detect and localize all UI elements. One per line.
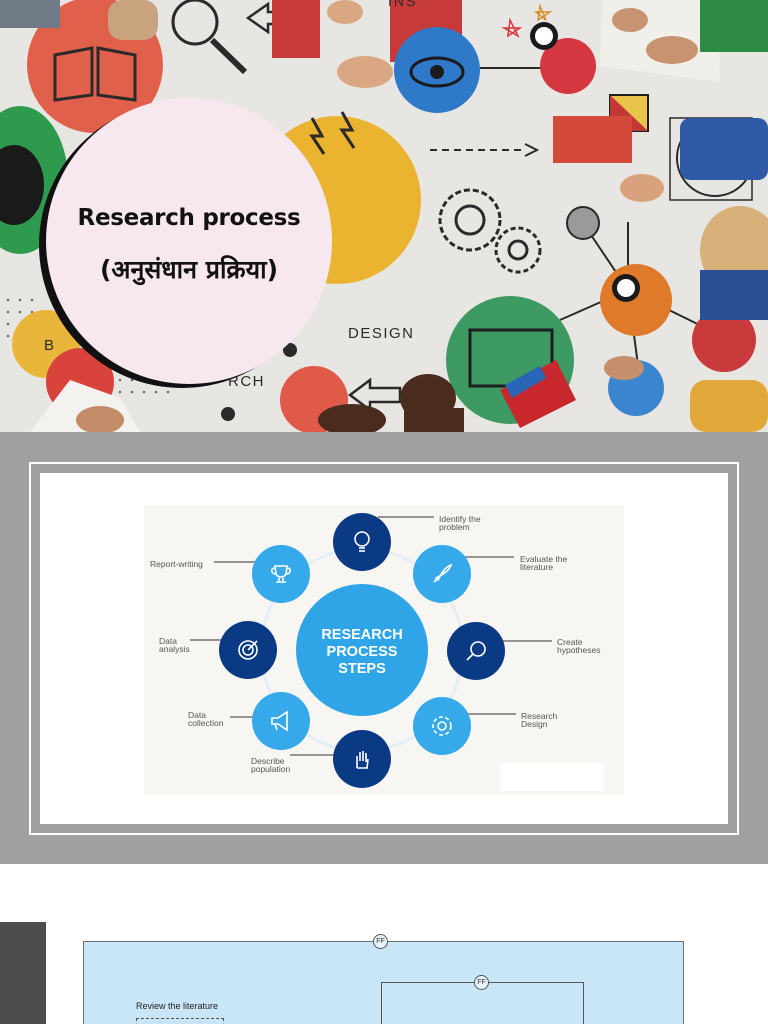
trophy-icon [270, 565, 292, 583]
step-circle [333, 730, 391, 788]
svg-text:B: B [44, 337, 54, 354]
step-label-report: Report-writing [150, 559, 203, 569]
flow-panel: FF FF Review the literature [83, 934, 684, 1024]
lightbulb-icon [354, 531, 370, 552]
frame-border [29, 462, 739, 835]
ff-badge-box: FF [474, 975, 489, 990]
rocket-icon [433, 563, 453, 583]
magnifier-icon [466, 641, 486, 661]
step-label-population: Describe population [251, 756, 291, 774]
target-icon [238, 640, 258, 660]
center-circle [296, 584, 428, 716]
label-patch [500, 763, 604, 791]
title-badge [46, 98, 332, 384]
ff-badge-top: FF [373, 934, 388, 949]
step-label-identify: Identify the problem [439, 514, 481, 532]
research-steps-diagram: RESEARCH PROCESS STEPS Identify the prob… [144, 505, 624, 795]
gear-icon [432, 716, 452, 736]
steps-graphic [190, 513, 604, 791]
svg-text:RCH: RCH [228, 373, 265, 390]
review-literature-label: Review the literature [136, 1001, 219, 1011]
step-circle [252, 692, 310, 750]
svg-text:INS: INS [388, 0, 417, 9]
step-label-hypotheses: Create hypotheses [557, 637, 601, 655]
megaphone-icon [271, 710, 288, 732]
hero-title: Research process [77, 205, 301, 231]
step-label-collection: Data collection [188, 710, 224, 728]
svg-text:DESIGN: DESIGN [348, 325, 415, 342]
step-circle [413, 697, 471, 755]
step-circle [333, 513, 391, 571]
step-label-evaluate: Evaluate the literature [520, 554, 568, 572]
hero-subtitle: (अनुसंधान प्रक्रिया) [99, 255, 279, 284]
hero-banner: INS DESIGN RCH B Research process (अनुसं… [0, 0, 768, 432]
center-label: RESEARCH PROCESS STEPS [321, 627, 403, 677]
step-label-analysis: Data analysis [159, 636, 190, 654]
side-block [0, 922, 46, 1024]
step-circle [252, 545, 310, 603]
hand-icon [356, 751, 369, 769]
review-literature-box [136, 1018, 224, 1024]
flow-section: FF FF Review the literature [0, 864, 768, 1024]
step-label-design: Research Design [521, 711, 558, 729]
step-circle [447, 622, 505, 680]
